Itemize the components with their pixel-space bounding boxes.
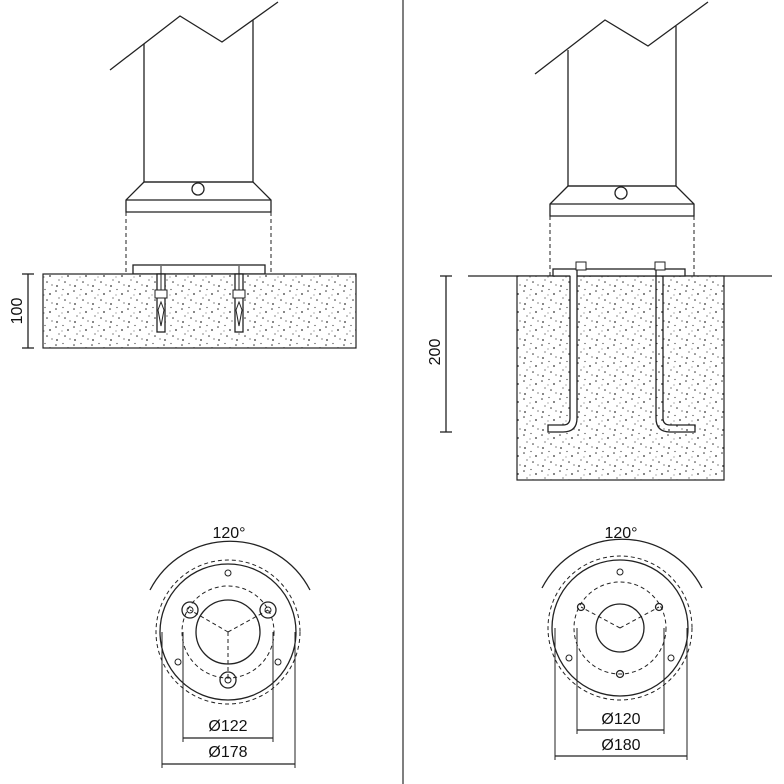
outer-diameter-label: Ø178 [208,744,247,761]
anchor-hole-icon [259,601,277,619]
depth-dimension: 100 [9,273,34,349]
depth-dimension: 200 [427,275,452,433]
inner-diameter-label: Ø120 [601,711,640,728]
outer-diameter-label: Ø180 [601,737,640,754]
collar-screw-icon [191,182,205,196]
depth-label: 100 [9,298,26,325]
right-plan-view: 120° Ø120 Ø180 [541,525,703,760]
concrete-slab [42,273,357,349]
anchor-hole-icon [615,669,625,679]
right-elevation: 200 [427,1,772,481]
j-bolt [547,261,587,433]
collar-screw-icon [614,186,628,200]
anchor-hole-icon [181,601,199,619]
depth-label: 200 [427,339,444,366]
left-plan-view: 120° Ø122 Ø178 [149,525,311,768]
left-elevation: 100 [9,1,357,349]
inner-diameter-label: Ø122 [208,718,247,735]
concrete-foundation [516,275,725,481]
anchor-hole-icon [219,671,237,689]
anchor-hole-icon [654,602,664,612]
anchor-hole-icon [576,602,586,612]
anchor-bolt [232,266,246,333]
angle-label: 120° [604,525,637,542]
angle-label: 120° [212,525,245,542]
j-bolt [654,261,696,433]
anchor-bolt [154,266,168,333]
